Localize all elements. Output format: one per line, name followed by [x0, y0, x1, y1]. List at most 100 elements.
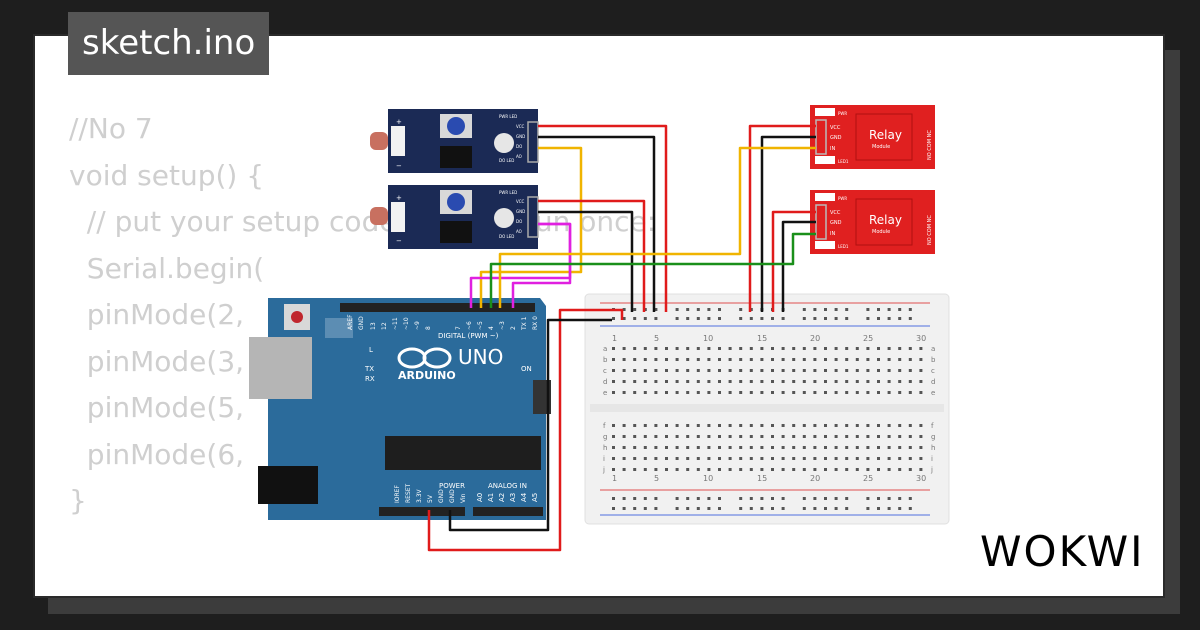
breadboard-hole[interactable]	[781, 446, 785, 449]
breadboard-hole[interactable]	[718, 358, 721, 361]
breadboard-hole[interactable]	[802, 468, 806, 471]
breadboard-hole[interactable]	[866, 358, 870, 361]
file-tab[interactable]: sketch.ino	[68, 12, 270, 75]
arduino-uno-board[interactable]: ARDUINO UNO DIGITAL (PWM ~) POWER ANALOG…	[249, 298, 551, 520]
breadboard-hole[interactable]	[845, 347, 849, 350]
breadboard-hole[interactable]	[813, 308, 817, 311]
breadboard-hole[interactable]	[866, 446, 870, 449]
breadboard-hole[interactable]	[919, 435, 923, 438]
breadboard-hole[interactable]	[643, 507, 647, 510]
breadboard-hole[interactable]	[824, 317, 827, 320]
breadboard-hole[interactable]	[908, 369, 912, 372]
breadboard-hole[interactable]	[887, 435, 891, 438]
breadboard-hole[interactable]	[834, 435, 838, 438]
breadboard-hole[interactable]	[792, 424, 796, 427]
breadboard-hole[interactable]	[760, 497, 764, 500]
breadboard-hole[interactable]	[633, 308, 637, 311]
breadboard-hole[interactable]	[845, 435, 849, 438]
breadboard-hole[interactable]	[834, 424, 838, 427]
breadboard-hole[interactable]	[633, 317, 637, 320]
breadboard-hole[interactable]	[845, 369, 849, 372]
breadboard-hole[interactable]	[877, 497, 880, 500]
breadboard-hole[interactable]	[771, 507, 774, 510]
breadboard-hole[interactable]	[845, 317, 849, 320]
breadboard-hole[interactable]	[643, 347, 647, 350]
breadboard-hole[interactable]	[792, 358, 796, 361]
breadboard-hole[interactable]	[877, 391, 880, 394]
breadboard-hole[interactable]	[707, 308, 711, 311]
breadboard-hole[interactable]	[622, 317, 626, 320]
breadboard-hole[interactable]	[633, 424, 637, 427]
breadboard-hole[interactable]	[739, 308, 743, 311]
breadboard-hole[interactable]	[834, 369, 838, 372]
breadboard-hole[interactable]	[643, 424, 647, 427]
breadboard-hole[interactable]	[718, 424, 721, 427]
breadboard-hole[interactable]	[612, 347, 615, 350]
breadboard-hole[interactable]	[760, 457, 764, 460]
breadboard-hole[interactable]	[622, 380, 626, 383]
breadboard-hole[interactable]	[771, 369, 774, 372]
breadboard-hole[interactable]	[919, 468, 923, 471]
breadboard-hole[interactable]	[612, 435, 615, 438]
breadboard-hole[interactable]	[643, 308, 647, 311]
breadboard-hole[interactable]	[612, 468, 615, 471]
breadboard-hole[interactable]	[824, 507, 827, 510]
breadboard-hole[interactable]	[834, 446, 838, 449]
breadboard-hole[interactable]	[707, 446, 711, 449]
breadboard-hole[interactable]	[675, 308, 679, 311]
breadboard-hole[interactable]	[612, 507, 615, 510]
breadboard-hole[interactable]	[718, 457, 721, 460]
breadboard-hole[interactable]	[739, 317, 743, 320]
breadboard-hole[interactable]	[622, 507, 626, 510]
breadboard-hole[interactable]	[898, 468, 902, 471]
breadboard-hole[interactable]	[824, 468, 827, 471]
breadboard-hole[interactable]	[622, 457, 626, 460]
breadboard-hole[interactable]	[718, 435, 721, 438]
breadboard-hole[interactable]	[707, 424, 711, 427]
breadboard-hole[interactable]	[781, 468, 785, 471]
breadboard-hole[interactable]	[877, 308, 880, 311]
breadboard-hole[interactable]	[696, 435, 700, 438]
breadboard-hole[interactable]	[813, 424, 817, 427]
breadboard-hole[interactable]	[792, 446, 796, 449]
breadboard-hole[interactable]	[707, 358, 711, 361]
breadboard-hole[interactable]	[665, 435, 668, 438]
breadboard-hole[interactable]	[824, 424, 827, 427]
breadboard-hole[interactable]	[654, 347, 658, 350]
breadboard-hole[interactable]	[612, 369, 615, 372]
breadboard-hole[interactable]	[824, 457, 827, 460]
breadboard-hole[interactable]	[675, 358, 679, 361]
breadboard-hole[interactable]	[654, 391, 658, 394]
breadboard-hole[interactable]	[633, 347, 637, 350]
breadboard-hole[interactable]	[908, 507, 912, 510]
breadboard-hole[interactable]	[908, 347, 912, 350]
breadboard-hole[interactable]	[887, 424, 891, 427]
breadboard-hole[interactable]	[898, 424, 902, 427]
breadboard-hole[interactable]	[654, 468, 658, 471]
breadboard-hole[interactable]	[781, 391, 785, 394]
breadboard-hole[interactable]	[877, 358, 880, 361]
breadboard-hole[interactable]	[696, 507, 700, 510]
breadboard-hole[interactable]	[622, 468, 626, 471]
breadboard-hole[interactable]	[781, 347, 785, 350]
breadboard-hole[interactable]	[760, 507, 764, 510]
breadboard-hole[interactable]	[749, 435, 753, 438]
breadboard-hole[interactable]	[866, 391, 870, 394]
breadboard-hole[interactable]	[845, 380, 849, 383]
breadboard-hole[interactable]	[612, 457, 615, 460]
breadboard-hole[interactable]	[728, 380, 732, 383]
breadboard-hole[interactable]	[877, 317, 880, 320]
breadboard-hole[interactable]	[824, 369, 827, 372]
breadboard-hole[interactable]	[675, 507, 679, 510]
breadboard-hole[interactable]	[739, 497, 743, 500]
breadboard-hole[interactable]	[739, 435, 743, 438]
light-sensor-module-1[interactable]: + − PWR LED DO LED VCC GND DO AO	[370, 109, 539, 173]
breadboard-hole[interactable]	[728, 468, 732, 471]
breadboard-hole[interactable]	[887, 369, 891, 372]
breadboard-hole[interactable]	[866, 424, 870, 427]
breadboard-hole[interactable]	[919, 380, 923, 383]
breadboard-hole[interactable]	[824, 391, 827, 394]
breadboard-hole[interactable]	[908, 317, 912, 320]
breadboard-hole[interactable]	[749, 317, 753, 320]
breadboard-hole[interactable]	[749, 380, 753, 383]
